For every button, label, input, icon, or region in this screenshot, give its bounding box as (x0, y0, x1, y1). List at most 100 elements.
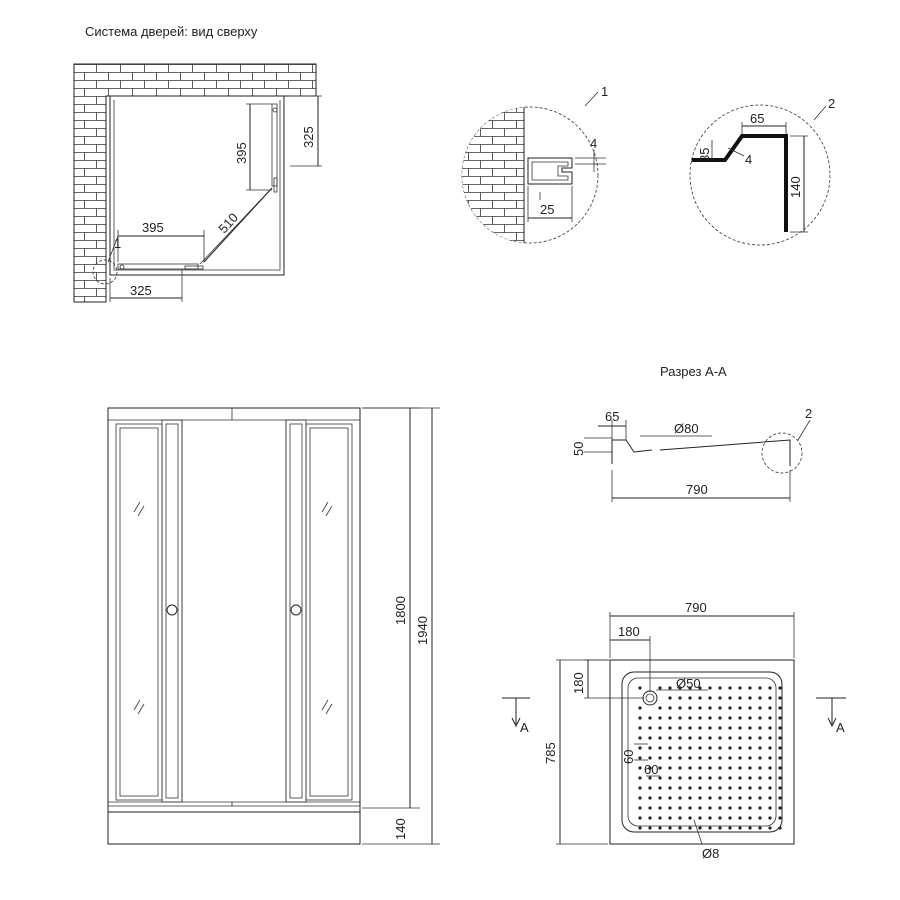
dim-label: 395 (142, 220, 164, 235)
section-marker-left: А (502, 697, 530, 735)
callout-label: 1 (114, 236, 121, 251)
anti-slip-dot (728, 746, 732, 750)
anti-slip-dot (768, 826, 772, 830)
anti-slip-dot (768, 816, 772, 820)
anti-slip-dot (748, 696, 752, 700)
anti-slip-dot (768, 726, 772, 730)
dim-label: 790 (685, 600, 707, 615)
section-aa: Разрез А-А 2 65 50 Ø80 790 (571, 364, 812, 502)
dim-label: Ø80 (674, 421, 699, 436)
anti-slip-dot (778, 736, 782, 740)
anti-slip-dot (728, 796, 732, 800)
anti-slip-dot (768, 806, 772, 810)
dim-35: 35 (697, 140, 713, 162)
anti-slip-dot (738, 756, 742, 760)
anti-slip-dot (748, 716, 752, 720)
anti-slip-dot (698, 736, 702, 740)
anti-slip-dot (748, 826, 752, 830)
anti-slip-dot (678, 746, 682, 750)
anti-slip-dot (758, 756, 762, 760)
dim-790-section: 790 (611, 470, 791, 502)
detail-1-callout: 1 (601, 84, 608, 99)
dim-dot-dia: Ø8 (693, 819, 719, 861)
anti-slip-dot (648, 746, 652, 750)
anti-slip-dot (698, 786, 702, 790)
dim-790-plan: 790 (609, 600, 795, 658)
section-marker-right: А (816, 697, 846, 735)
anti-slip-dot (748, 816, 752, 820)
tray-inner (621, 671, 783, 833)
anti-slip-dot (768, 776, 772, 780)
anti-slip-dot (748, 796, 752, 800)
anti-slip-dot (638, 706, 642, 710)
anti-slip-dot (648, 736, 652, 740)
anti-slip-dot (658, 776, 662, 780)
anti-slip-dot (638, 786, 642, 790)
anti-slip-dot (768, 686, 772, 690)
dim-label: 510 (215, 210, 241, 236)
anti-slip-dot (658, 706, 662, 710)
dim-label: 1940 (415, 616, 430, 645)
anti-slip-dot (708, 696, 712, 700)
anti-slip-dot (668, 786, 672, 790)
anti-slip-dot (768, 786, 772, 790)
anti-slip-dot (658, 796, 662, 800)
anti-slip-dot (678, 736, 682, 740)
anti-slip-dot (738, 746, 742, 750)
anti-slip-dot (758, 776, 762, 780)
dim-140: 140 (788, 135, 808, 233)
enclosure-inner (113, 100, 281, 271)
anti-slip-dot (688, 806, 692, 810)
anti-slip-dot (638, 766, 642, 770)
door-handle-left (166, 604, 178, 616)
dim-label: 65 (605, 409, 619, 424)
dim-label: 325 (130, 283, 152, 298)
anti-slip-dot (678, 726, 682, 730)
dim-4-thickness: 4 (727, 147, 752, 167)
anti-slip-dot (648, 786, 652, 790)
anti-slip-dot (678, 766, 682, 770)
front-outline (107, 407, 361, 845)
anti-slip-dot (738, 816, 742, 820)
glass-reflection-marks (133, 501, 333, 715)
anti-slip-dot (678, 816, 682, 820)
anti-slip-dot (708, 706, 712, 710)
anti-slip-dot (768, 766, 772, 770)
anti-slip-dot (738, 736, 742, 740)
anti-slip-dot (748, 756, 752, 760)
anti-slip-dot (698, 756, 702, 760)
dim-65: 65 (741, 111, 787, 134)
anti-slip-dot (748, 686, 752, 690)
dim-label: 60 (621, 750, 636, 764)
anti-slip-dot (698, 686, 702, 690)
anti-slip-dot (668, 686, 672, 690)
dim-785: 785 (543, 659, 608, 845)
anti-slip-dot (768, 746, 772, 750)
anti-slip-dot (728, 736, 732, 740)
anti-slip-dot (718, 716, 722, 720)
anti-slip-dot (708, 776, 712, 780)
anti-slip-dot (708, 766, 712, 770)
dim-label: 25 (540, 202, 554, 217)
anti-slip-dot (718, 736, 722, 740)
anti-slip-dot (728, 776, 732, 780)
anti-slip-dot (738, 716, 742, 720)
anti-slip-dot (668, 706, 672, 710)
anti-slip-dot (688, 796, 692, 800)
anti-slip-dot (758, 766, 762, 770)
anti-slip-dot (678, 786, 682, 790)
dim-25: 25 (527, 186, 573, 222)
anti-slip-dot (688, 756, 692, 760)
anti-slip-dot (638, 806, 642, 810)
callout-1-marker: 1 (92, 235, 121, 285)
anti-slip-dot (708, 816, 712, 820)
drain (642, 690, 658, 706)
anti-slip-dot (708, 786, 712, 790)
anti-slip-dot (748, 806, 752, 810)
dim-label: 1800 (393, 596, 408, 625)
anti-slip-dot (658, 746, 662, 750)
anti-slip-dot (768, 696, 772, 700)
dim-label: Ø8 (702, 846, 719, 861)
anti-slip-dot (688, 736, 692, 740)
anti-slip-dot (648, 796, 652, 800)
